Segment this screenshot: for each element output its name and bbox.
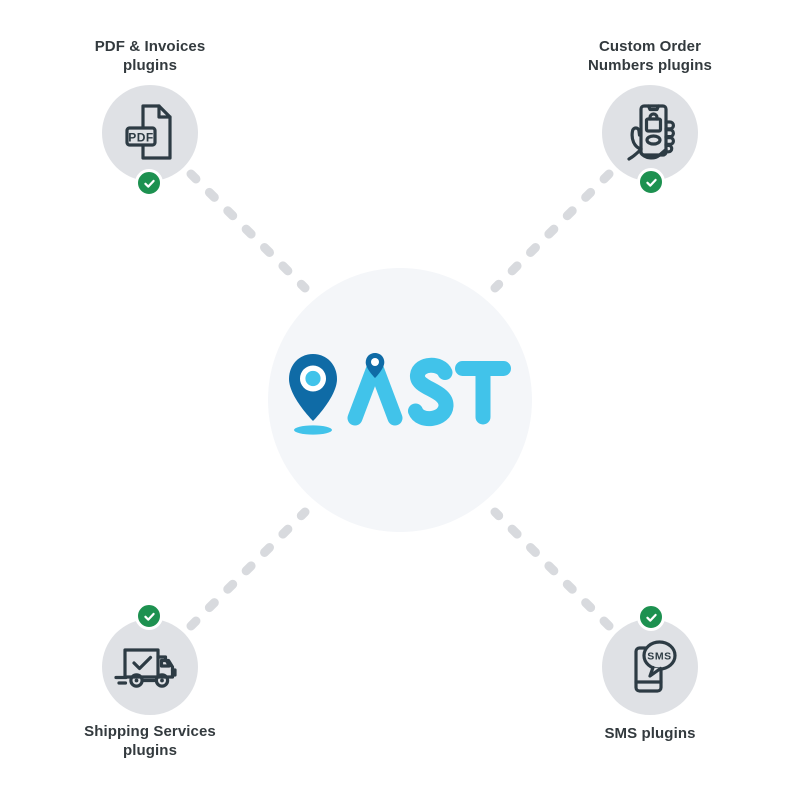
logo-text-ast [347,357,511,427]
check-badge-icon [637,168,665,196]
connector-bottom-left [186,507,310,631]
connector-bottom-right [490,507,614,631]
pdf-icon-text: PDF [128,131,154,145]
label-line: Numbers plugins [587,57,712,74]
node-shipping-services-plugins [102,619,198,715]
label-line: SMS plugins [604,725,696,742]
hand-phone-order-icon [627,104,675,161]
check-badge-icon [135,169,163,197]
label-sms-plugins: SMS plugins [530,724,770,743]
label-shipping-services-plugins: Shipping Services plugins [30,722,270,760]
label-line: Custom Order [598,38,702,55]
sms-icon-text: SMS [647,651,672,663]
label-pdf-invoices-plugins: PDF & Invoices plugins [30,37,270,75]
delivery-truck-icon [114,648,177,688]
node-sms-plugins: SMS [602,619,698,715]
label-line: PDF & Invoices [94,38,206,55]
pdf-file-icon: PDF [125,104,172,160]
connector-top-right [490,169,614,293]
sms-phone-icon: SMS [634,640,677,693]
center-hub: AST [268,268,532,532]
label-line: plugins [122,57,178,74]
check-badge-icon [637,603,665,631]
check-badge-icon [135,602,163,630]
node-pdf-invoices-plugins: PDF [102,85,198,181]
ast-logo: AST [289,353,511,435]
connector-top-left [186,169,310,293]
location-pin-icon [289,354,337,435]
node-custom-order-numbers-plugins [602,85,698,181]
logo-a-pin-dot [365,353,385,378]
label-line: Shipping Services [84,723,216,740]
label-line: plugins [122,742,178,759]
label-custom-order-numbers-plugins: Custom Order Numbers plugins [530,37,770,75]
